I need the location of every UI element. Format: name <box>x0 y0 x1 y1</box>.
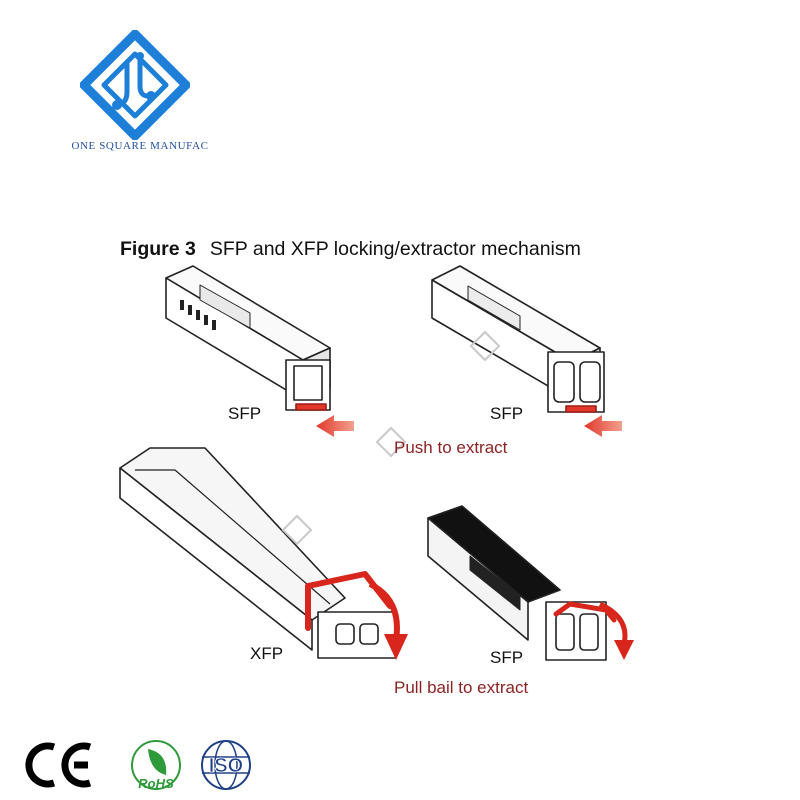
sfp-module-top-left <box>165 265 331 411</box>
pull-arrow-sfp <box>598 601 628 645</box>
sfp-bail-latch <box>553 601 617 623</box>
label-sfp-top-left: SFP <box>228 404 262 423</box>
rohs-leaf-icon: RoHS <box>131 740 181 791</box>
label-pull-bail-to-extract: Pull bail to extract <box>394 678 529 697</box>
watermark-icon <box>281 330 501 546</box>
figure-title: Figure 3 SFP and XFP locking/extractor me… <box>120 238 581 261</box>
iso-globe-icon: ISO <box>201 740 251 790</box>
brand-logo-icon <box>80 30 190 140</box>
pull-arrow-xfp <box>368 581 400 641</box>
brand-name: ONE SQUARE MANUFAC <box>71 140 209 152</box>
rohs-text: RoHS <box>138 776 174 791</box>
sfp-module-bottom <box>427 505 607 661</box>
xfp-module <box>119 447 397 659</box>
certification-marks: RoHS ISO <box>25 740 251 791</box>
label-xfp: XFP <box>250 644 284 663</box>
ce-mark-icon <box>25 742 92 788</box>
figure-caption: SFP and XFP locking/extractor mechanism <box>209 238 581 260</box>
label-sfp-bottom: SFP <box>490 648 524 667</box>
figure-number: Figure 3 <box>120 238 196 260</box>
iso-text: ISO <box>209 755 243 777</box>
sfp-module-top-right <box>431 265 605 413</box>
label-push-to-extract: Push to extract <box>394 438 508 457</box>
push-arrow-top-right <box>584 415 622 437</box>
push-arrow-top-left <box>316 415 354 437</box>
label-sfp-top-right: SFP <box>490 404 524 423</box>
